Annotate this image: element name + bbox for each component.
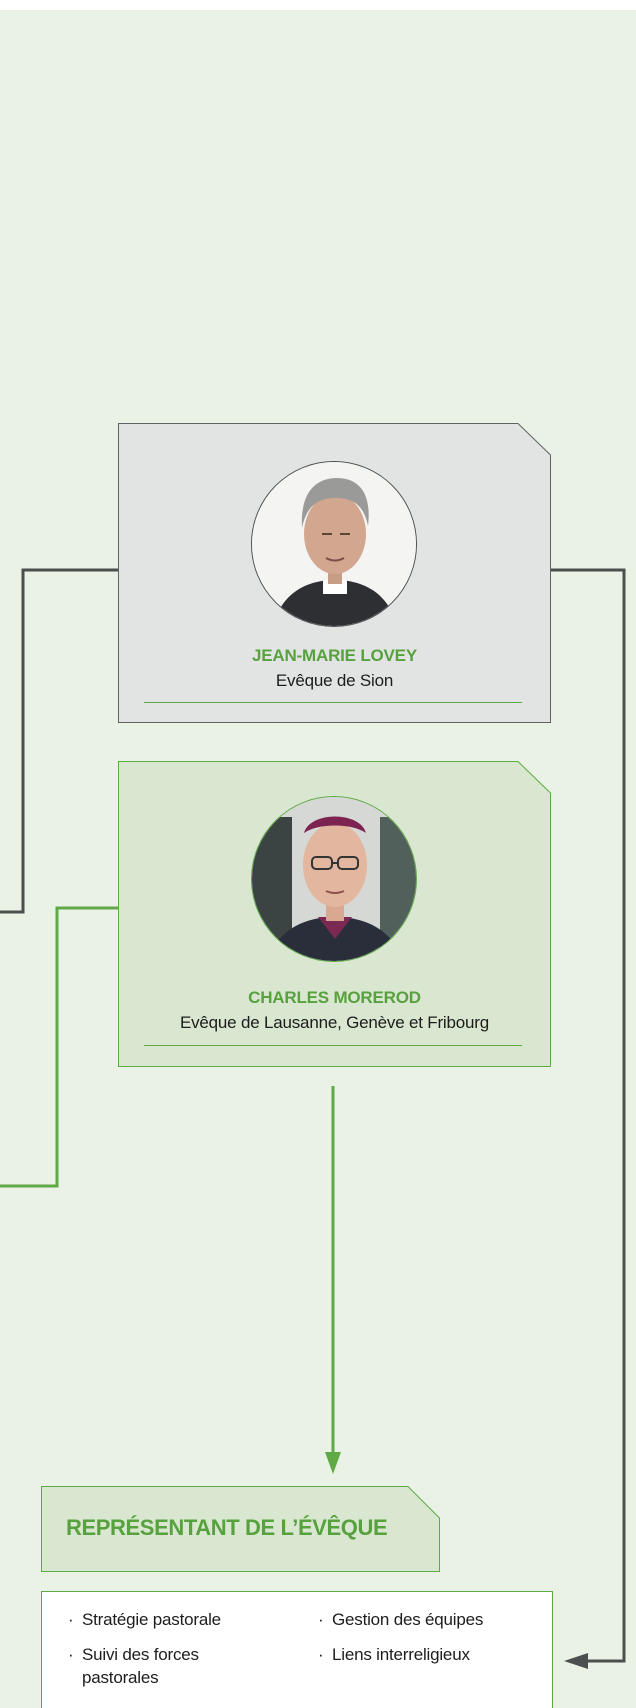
task-item: · Gestion des équipes — [318, 1608, 484, 1631]
task-label: Stratégie pastorale — [82, 1610, 221, 1629]
task-item: · Liens interreligieux — [318, 1643, 470, 1666]
person-name: CHARLES MOREROD — [248, 988, 421, 1007]
representative-box-background — [41, 1486, 440, 1572]
divider-line — [144, 702, 522, 703]
person-role: Evêque de Lausanne, Genève et Fribourg — [179, 1013, 489, 1032]
portrait-icon — [252, 797, 416, 961]
avatar-morerod — [251, 796, 417, 962]
portrait-icon — [252, 462, 416, 626]
bullet: · — [318, 1610, 324, 1629]
task-label: Gestion des équipes — [332, 1610, 484, 1629]
person-role: Evêque de Sion — [275, 671, 394, 690]
divider-line — [144, 1045, 522, 1046]
bullet: · — [318, 1645, 324, 1664]
representative-title: REPRÉSENTANT DE L’ÉVÊQUE — [66, 1515, 388, 1540]
bullet: · — [68, 1610, 74, 1629]
person-name: JEAN-MARIE LOVEY — [252, 646, 417, 665]
tasks-box: · Stratégie pastorale · Gestion des équi… — [41, 1591, 553, 1708]
representative-box: REPRÉSENTANT DE L’ÉVÊQUE — [41, 1486, 440, 1572]
bullet: · — [68, 1645, 74, 1664]
task-item: · Stratégie pastorale — [68, 1608, 221, 1631]
task-item: · Suivi des forces pastorales — [68, 1643, 242, 1689]
avatar-lovey — [251, 461, 417, 627]
person-card-lovey: JEAN-MARIE LOVEY Evêque de Sion — [118, 423, 551, 723]
task-label: Suivi des forces pastorales — [82, 1645, 199, 1687]
task-label: Liens interreligieux — [332, 1645, 470, 1664]
person-card-morerod: CHARLES MOREROD Evêque de Lausanne, Genè… — [118, 761, 551, 1067]
